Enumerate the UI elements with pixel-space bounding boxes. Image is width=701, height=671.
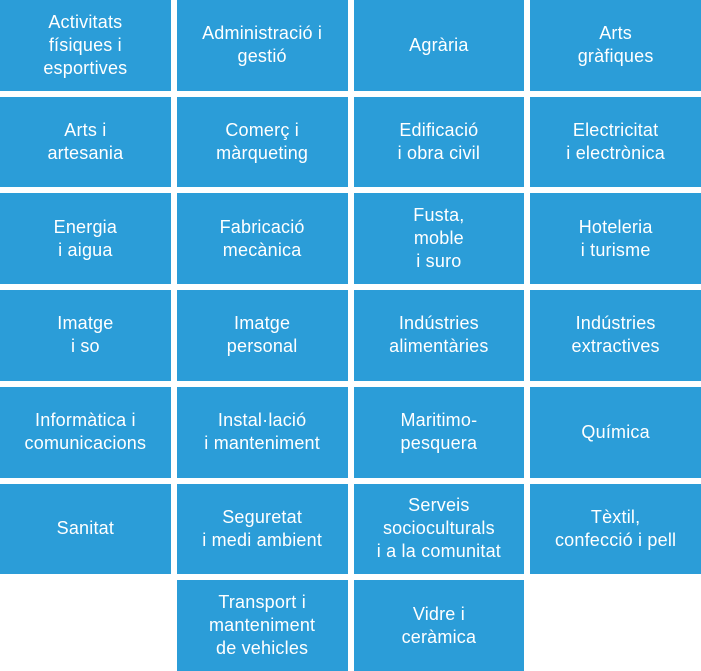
tile-imatge-i-so[interactable]: Imatge i so xyxy=(0,290,171,381)
tile-fabricacio-mecanica[interactable]: Fabricació mecànica xyxy=(176,193,348,285)
tile-industries-extractives[interactable]: Indústries extractives xyxy=(530,290,701,381)
tile-label: Informàtica i comunicacions xyxy=(24,410,147,454)
tile-informatica-i-comunicacions[interactable]: Informàtica i comunicacions xyxy=(0,386,171,478)
tile-label: Sanitat xyxy=(56,518,115,539)
tile-industries-alimentaries[interactable]: Indústries alimentàries xyxy=(353,290,525,381)
tile-label: Hoteleria i turisme xyxy=(578,216,653,260)
tile-edificacio-i-obra-civil[interactable]: Edificació i obra civil xyxy=(353,96,525,188)
tile-label: Indústries alimentàries xyxy=(389,313,489,357)
tile-label: Fabricació mecànica xyxy=(219,216,305,260)
tile-hoteleria-i-turisme[interactable]: Hoteleria i turisme xyxy=(530,193,701,285)
tile-label: Vidre i ceràmica xyxy=(401,603,477,647)
tile-imatge-personal[interactable]: Imatge personal xyxy=(176,290,348,381)
tile-label: Arts gràfiques xyxy=(577,23,654,67)
tile-label: Energia i aigua xyxy=(53,216,118,260)
tile-label: Indústries extractives xyxy=(571,313,660,357)
tile-label: Agrària xyxy=(409,34,469,55)
tile-label: Imatge i so xyxy=(57,313,114,357)
tile-label: Maritimo- pesquera xyxy=(400,410,478,454)
tile-quimica[interactable]: Química xyxy=(530,386,701,478)
tile-label: Comerç i màrqueting xyxy=(216,120,309,164)
tile-administracio-i-gestio[interactable]: Administració i gestió xyxy=(176,0,348,91)
tile-label: Serveis socioculturals i a la comunitat xyxy=(376,495,501,562)
tile-agraria[interactable]: Agrària xyxy=(353,0,525,91)
tile-textil-confeccio-i-pell[interactable]: Tèxtil, confecció i pell xyxy=(530,483,701,575)
tile-label: Química xyxy=(581,421,650,442)
tile-electricitat-i-electronica[interactable]: Electricitat i electrònica xyxy=(530,96,701,188)
tile-label: Instal·lació i manteniment xyxy=(204,410,320,454)
tile-label: Transport i manteniment de vehicles xyxy=(208,592,316,659)
tile-label: Imatge personal xyxy=(226,313,298,357)
tile-sanitat[interactable]: Sanitat xyxy=(0,483,171,575)
tile-label: Tèxtil, confecció i pell xyxy=(554,506,677,550)
tile-comerc-i-marqueting[interactable]: Comerç i màrqueting xyxy=(176,96,348,188)
tile-label: Electricitat i electrònica xyxy=(566,120,665,164)
tile-label: Fusta, moble i suro xyxy=(413,205,465,272)
tile-serveis-socioculturals[interactable]: Serveis socioculturals i a la comunitat xyxy=(353,483,525,575)
tile-vidre-i-ceramica[interactable]: Vidre i ceràmica xyxy=(353,580,525,671)
tile-activitats-fisiques-i-esportives[interactable]: Activitats físiques i esportives xyxy=(0,0,171,91)
tile-installacio-i-manteniment[interactable]: Instal·lació i manteniment xyxy=(176,386,348,478)
tile-transport-i-manteniment-de-vehicles[interactable]: Transport i manteniment de vehicles xyxy=(176,580,348,671)
tile-label: Edificació i obra civil xyxy=(397,120,481,164)
tile-arts-grafiques[interactable]: Arts gràfiques xyxy=(530,0,701,91)
tile-fusta-moble-i-suro[interactable]: Fusta, moble i suro xyxy=(353,193,525,285)
tile-seguretat-i-medi-ambient[interactable]: Seguretat i medi ambient xyxy=(176,483,348,575)
tile-maritimo-pesquera[interactable]: Maritimo- pesquera xyxy=(353,386,525,478)
tile-label: Seguretat i medi ambient xyxy=(202,506,323,550)
tile-arts-i-artesania[interactable]: Arts i artesania xyxy=(0,96,171,188)
tile-label: Arts i artesania xyxy=(47,120,124,164)
tile-energia-i-aigua[interactable]: Energia i aigua xyxy=(0,193,171,285)
tile-label: Administració i gestió xyxy=(202,23,323,67)
tile-label: Activitats físiques i esportives xyxy=(43,11,128,78)
